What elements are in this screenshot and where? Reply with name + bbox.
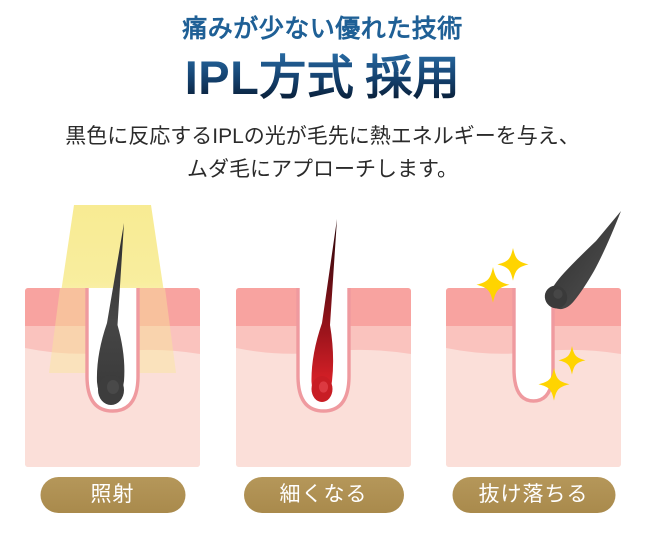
hero-lead-line-1: 黒色に反応するIPLの光が毛先に熱エネルギーを与え、 xyxy=(65,125,580,149)
skin-cross-section-illustration-2 xyxy=(236,219,411,467)
hero-lead-line-2: ムダ毛にアプローチします。 xyxy=(187,157,458,181)
page-title-main: IPL方式 xyxy=(184,50,355,104)
sparkle-icon xyxy=(538,368,570,401)
skin-diagram-thinning xyxy=(236,205,411,467)
hair-shaft-icon xyxy=(311,219,337,402)
hero-heading-block: 痛みが少ない優れた技術 IPL方式採用 黒色に反応するIPLの光が毛先に熱エネル… xyxy=(0,0,645,186)
sparkle-icon xyxy=(476,267,510,303)
skin-diagram-falling-out xyxy=(446,205,621,467)
page-title-sub: 採用 xyxy=(365,50,461,104)
panel-label-irradiation: 照射 xyxy=(40,477,185,513)
page-title: IPL方式採用 xyxy=(0,51,645,106)
skin-diagram-irradiation xyxy=(25,205,200,467)
process-panel-irradiation: 照射 xyxy=(25,205,200,537)
panel-label-falling-out: 抜け落ちる xyxy=(452,477,615,513)
hero-kicker: 痛みが少ない優れた技術 xyxy=(182,15,463,43)
process-panels: 照射 xyxy=(0,205,645,537)
sparkle-icon xyxy=(558,346,586,375)
skin-cross-section-illustration-1 xyxy=(25,205,200,467)
process-panel-thinning: 細くなる xyxy=(236,205,411,537)
detached-hair-icon xyxy=(544,211,621,310)
sparkle-icon xyxy=(497,248,529,281)
hero-lead: 黒色に反応するIPLの光が毛先に熱エネルギーを与え、 ムダ毛にアプローチします。 xyxy=(0,121,645,186)
skin-cross-section-illustration-3 xyxy=(446,211,621,467)
panel-label-thinning: 細くなる xyxy=(243,477,404,513)
hair-shaft-icon xyxy=(96,223,125,405)
process-panel-falling-out: 抜け落ちる xyxy=(446,205,621,537)
